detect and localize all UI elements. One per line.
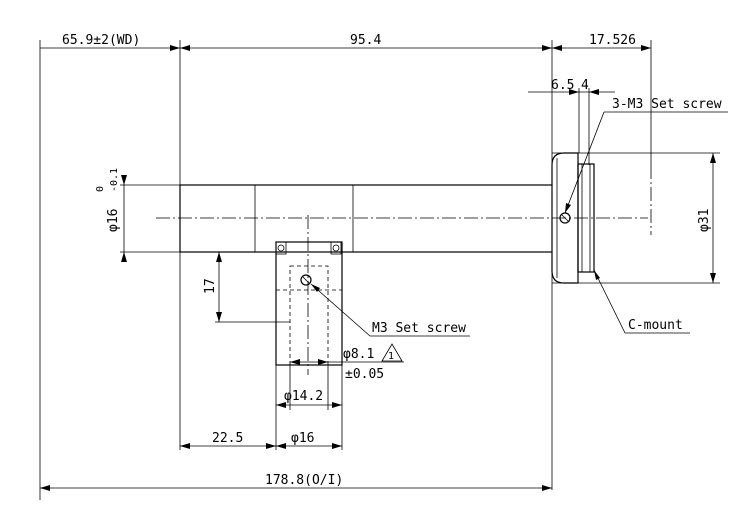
diameter-8-1: φ8.1 xyxy=(343,347,374,362)
overall-length-dimension: 178.8(O/I) xyxy=(265,473,343,488)
c-mount-label: C-mount xyxy=(628,318,683,333)
offset-b-dimension: 4 xyxy=(581,78,589,93)
length-mid-dimension: 95.4 xyxy=(350,33,381,48)
offset-22-5: 22.5 xyxy=(212,431,243,446)
revision-flag-icon: 1 xyxy=(381,343,403,362)
length-right-dimension: 17.526 xyxy=(589,33,636,48)
dimension-texts: 65.9±2(WD) 95.4 17.526 6.5 4 φ16 0 -0.1 … xyxy=(62,33,712,488)
diameter-16-tol-upper: 0 xyxy=(95,186,106,192)
diameter-31: φ31 xyxy=(697,209,712,232)
stem-set-screw xyxy=(300,274,312,286)
diameter-16-bottom: φ16 xyxy=(291,431,314,446)
wd-dimension: 65.9±2(WD) xyxy=(62,33,140,48)
diameter-16-tol-lower: -0.1 xyxy=(109,168,120,192)
svg-text:1: 1 xyxy=(388,351,394,362)
vertical-stem xyxy=(275,241,343,366)
leader-lines xyxy=(310,111,728,363)
dimension-lines xyxy=(40,45,716,491)
extension-lines xyxy=(39,40,720,500)
center-lines xyxy=(156,165,652,375)
set-screw-m3-label: M3 Set screw xyxy=(372,321,466,336)
main-tube xyxy=(179,184,553,253)
height-17: 17 xyxy=(203,278,218,294)
diameter-16-left: φ16 xyxy=(106,209,121,232)
offset-a-dimension: 6.5 xyxy=(551,78,574,93)
set-screw-3-label: 3-M3 Set screw xyxy=(612,97,722,112)
diameter-14-2: φ14.2 xyxy=(284,389,323,404)
tolerance-0-05: ±0.05 xyxy=(345,367,384,382)
callout-texts: 3-M3 Set screw M3 Set screw C-mount 1 xyxy=(372,97,722,362)
